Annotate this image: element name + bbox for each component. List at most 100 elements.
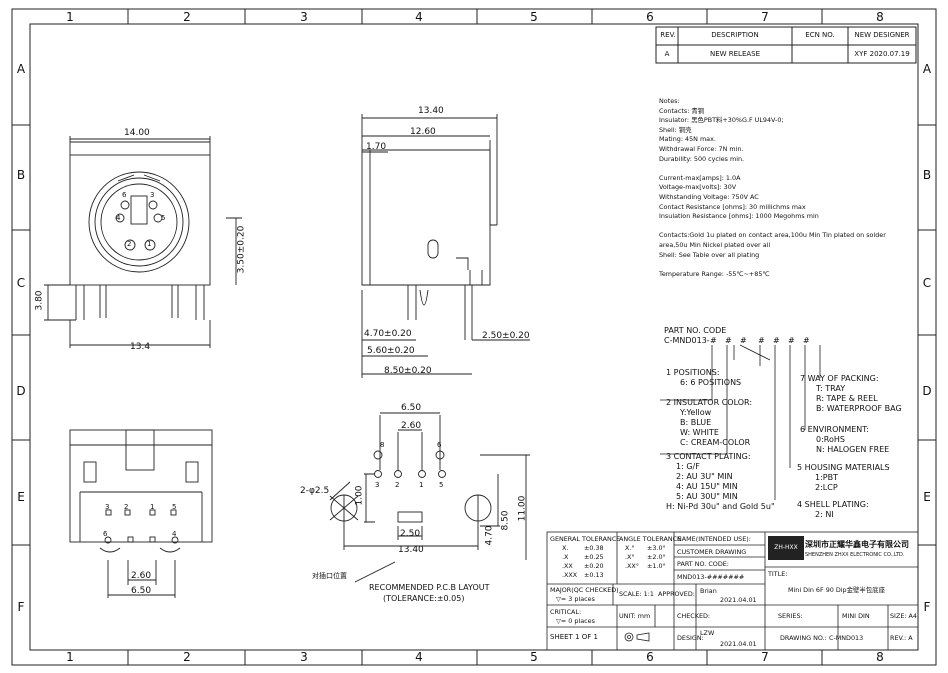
designer-name: LZW [700, 629, 715, 637]
rev-header-designer: NEW DESIGNER [854, 31, 910, 39]
part-value: MND013-####### [677, 573, 745, 581]
zone-row-d: D [16, 384, 26, 398]
drawing-no-value: C-MND013 [829, 634, 864, 642]
note-line: Insulator: 黑色PBT料+30%G.F UL94V-0; [659, 116, 784, 125]
bottom-pin-label: 4 [172, 530, 177, 538]
angle-key: X.° [625, 544, 635, 552]
note-line: Shell: See Table over all plating [659, 250, 760, 259]
notes-block: Notes: Contacts: 青铜 Insulator: 黑色PBT料+30… [659, 97, 886, 279]
company-logo: ZH-HXX [768, 536, 804, 560]
tol-value: ±0.38 [584, 544, 604, 552]
dim-side-a: 4.70±0.20 [364, 329, 412, 339]
dim-pcb-a: 1.00 [354, 485, 365, 506]
pcb-layout-tolerance: (TOLERANCE:±0.05) [383, 594, 465, 603]
option-item: 1:PBT [815, 473, 838, 482]
dim-front-base: 13.4 [130, 342, 151, 352]
part-code-slot: # [803, 336, 810, 345]
option-packing: 7 WAY OF PACKING: T: TRAY R: TAPE & REEL… [800, 374, 902, 414]
option-item: H: Ni-Pd 30u" and Gold 5u" [666, 502, 775, 511]
option-item: R: TAPE & REEL [816, 394, 878, 403]
rev-row-designer: XYF 2020.07.19 [854, 50, 910, 58]
note-line [659, 260, 886, 270]
zone-col-3: 3 [300, 10, 308, 24]
projection-symbol-icon [623, 632, 651, 642]
part-code-slot: # [710, 336, 717, 345]
rev-label: REV.: A [890, 634, 913, 642]
pcb-layout-title: RECOMMENDED P.C.B LAYOUT [369, 583, 490, 592]
dim-front-height: 3.80 [34, 290, 45, 311]
dim-side-b: 5.60±0.20 [367, 346, 415, 356]
zone-col-6-bottom: 6 [646, 650, 654, 664]
pcb-pin-label: 8 [380, 441, 385, 449]
pcb-pin-label: 2 [395, 481, 400, 489]
angle-value: ±1.0° [647, 562, 666, 570]
name-label: NAME(INTENDED USE): [677, 535, 751, 543]
zone-row-e-right: E [923, 490, 931, 504]
major-label: MAJOR(QC CHECKED) [550, 586, 619, 594]
bottom-pin-label: 3 [105, 503, 110, 511]
option-item: W: WHITE [680, 428, 719, 437]
note-line [659, 222, 886, 232]
bottom-pin-label: 6 [103, 530, 108, 538]
critical-places: ▽= 0 places [556, 617, 595, 625]
company-name-cn: 深圳市正耀华鑫电子有限公司 [805, 540, 909, 549]
note-line: Shell: 铜壳 [659, 125, 692, 134]
drawing-no-label: DRAWING NO.: [780, 634, 827, 642]
zone-row-a-right: A [922, 62, 932, 76]
note-line: Withdrawal Force: 7N min. [659, 144, 744, 153]
note-line: Insulation Resistance [ohms]: 1000 Megoh… [659, 212, 819, 221]
pcb-pin-label: 5 [439, 481, 444, 489]
pin-label: 2 [127, 240, 132, 248]
angle-value: ±2.0° [647, 553, 666, 561]
note-line: Current-max[amps]: 1.0A [659, 173, 741, 182]
option-title: CONTACT PLATING: [673, 452, 751, 461]
part-code-slot: # [725, 336, 732, 345]
option-item: B: BLUE [680, 418, 712, 427]
series-label: SERIES: [778, 612, 803, 620]
dim-pcb-d: 4.70 [484, 525, 495, 546]
option-marker: 6 [800, 425, 806, 434]
zone-row-a: A [16, 62, 26, 76]
option-item: N: HALOGEN FREE [816, 445, 890, 454]
zone-col-2: 2 [183, 10, 191, 24]
note-line: Mating: 45N max. [659, 135, 716, 144]
tol-key: .XX [562, 562, 573, 570]
option-item: 2:LCP [815, 483, 838, 492]
option-marker: 7 [800, 374, 806, 383]
rev-row-rev: A [664, 50, 670, 58]
dim-side-mid: 12.60 [410, 127, 436, 137]
tol-value: ±0.13 [584, 571, 604, 579]
zone-col-5: 5 [530, 10, 538, 24]
option-item: 6: 6 POSITIONS [680, 378, 742, 387]
zone-col-7-bottom: 7 [761, 650, 769, 664]
dim-center-height: 3.50±0.20 [236, 225, 247, 274]
note-line: Notes: [659, 97, 680, 105]
bottom-pin-label: 5 [172, 503, 177, 511]
dim-side-small: 1.70 [366, 142, 387, 152]
option-marker: 1 [666, 368, 672, 377]
zone-row-e: E [17, 490, 25, 504]
zone-col-6: 6 [646, 10, 654, 24]
tol-value: ±0.20 [584, 562, 604, 570]
name-value: CUSTOMER DRAWING [677, 548, 747, 556]
dim-pcb-hole: 2-φ2.5 [300, 486, 330, 496]
zone-row-f: F [17, 600, 25, 614]
major-places: ▽= 3 places [556, 595, 595, 603]
option-title: SHELL PLATING: [804, 500, 869, 509]
option-shell: 4 SHELL PLATING: 2: NI [797, 500, 869, 520]
dim-bottom-b: 6.50 [131, 586, 152, 596]
zone-row-c: C [16, 276, 26, 290]
option-marker: 4 [797, 500, 803, 509]
note-line: area,50u Min Nickel plated over all [659, 240, 771, 249]
dim-pcb-e: 8.50 [500, 510, 511, 531]
option-title: WAY OF PACKING: [807, 374, 879, 383]
option-title: ENVIRONMENT: [807, 425, 869, 434]
angle-key: .X° [625, 553, 635, 561]
dim-pcb-top: 6.50 [401, 403, 422, 413]
dim-bottom-a: 2.60 [131, 571, 152, 581]
rev-header-rev: REV. [660, 31, 676, 39]
part-code-title: PART NO. CODE [664, 326, 727, 335]
zone-row-b: B [16, 168, 26, 182]
zone-col-5-bottom: 5 [530, 650, 538, 664]
